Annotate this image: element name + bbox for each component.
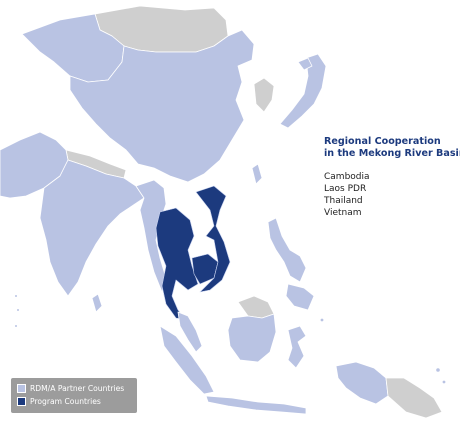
country-laos: Laos PDR bbox=[324, 184, 367, 194]
legend-label-partner: RDM/A Partner Countries bbox=[30, 384, 125, 393]
region-papua bbox=[335, 361, 389, 405]
island-d bbox=[14, 294, 18, 298]
region-java bbox=[205, 395, 307, 415]
panel-title-line2: in the Mekong River Basin bbox=[324, 148, 460, 159]
region-borneo bbox=[227, 313, 277, 363]
legend-item-program: Program Countries bbox=[17, 397, 101, 406]
region-philippines bbox=[267, 217, 307, 283]
region-taiwan bbox=[251, 163, 263, 185]
region-sulawesi bbox=[287, 325, 307, 369]
legend-item-partner: RDM/A Partner Countries bbox=[17, 384, 124, 393]
legend-swatch-program bbox=[17, 397, 26, 406]
region-china bbox=[69, 29, 255, 183]
program-country-list: Cambodia Laos PDR Thailand Vietnam bbox=[324, 171, 370, 219]
region-sumatra bbox=[159, 325, 215, 395]
region-png bbox=[385, 377, 443, 419]
region-malaysia-peninsula bbox=[177, 311, 203, 353]
island-f bbox=[14, 324, 18, 328]
region-india bbox=[39, 159, 145, 297]
region-vietnam bbox=[195, 185, 231, 293]
region-japan bbox=[279, 53, 327, 129]
legend-label-program: Program Countries bbox=[30, 397, 101, 406]
region-thailand bbox=[155, 207, 199, 321]
legend-swatch-partner bbox=[17, 384, 26, 393]
country-cambodia: Cambodia bbox=[324, 172, 370, 182]
country-thailand: Thailand bbox=[324, 196, 363, 206]
region-borneo-north bbox=[237, 295, 275, 319]
map-legend: RDM/A Partner Countries Program Countrie… bbox=[11, 378, 137, 413]
island-e bbox=[16, 308, 20, 312]
country-vietnam: Vietnam bbox=[324, 208, 362, 218]
region-srilanka bbox=[91, 293, 103, 313]
panel-title-line1: Regional Cooperation bbox=[324, 136, 441, 147]
island-a bbox=[435, 367, 441, 373]
island-b bbox=[441, 379, 447, 385]
region-korea bbox=[253, 77, 275, 113]
region-philippines-south bbox=[285, 283, 315, 311]
region-japan-north bbox=[297, 57, 313, 71]
island-c bbox=[319, 317, 325, 323]
panel-title: Regional Cooperation in the Mekong River… bbox=[324, 136, 460, 160]
